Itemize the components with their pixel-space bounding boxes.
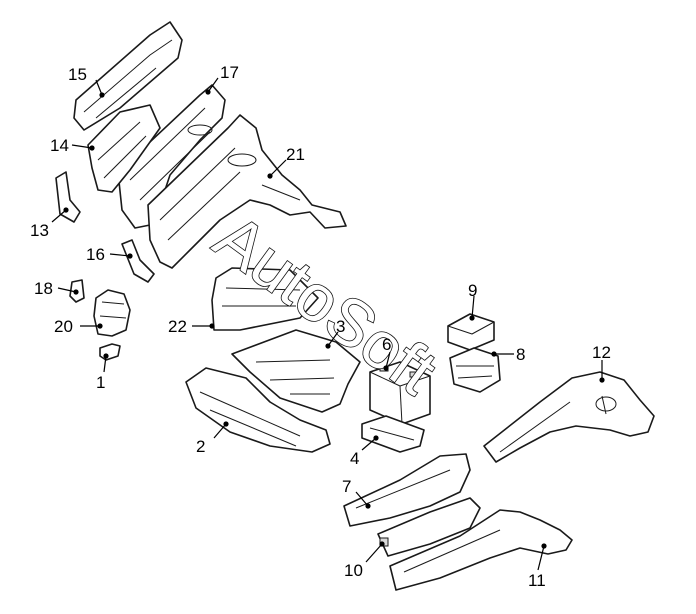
callout-10: 10: [344, 561, 363, 580]
part-17-floor-pan: [117, 84, 226, 229]
callout-7: 7: [342, 477, 351, 496]
callout-4: 4: [350, 449, 359, 468]
callout-14: 14: [50, 136, 69, 155]
part-1-fitting: [99, 343, 121, 361]
part-20-bracket-assembly: [93, 289, 131, 337]
part-9-box-cover: [447, 313, 495, 351]
leader-dots: [63, 89, 605, 549]
callout-18: 18: [34, 279, 53, 298]
part-13-bracket: [55, 171, 81, 223]
part-2-lower-shield: [185, 367, 331, 453]
leader-lines: [51, 77, 603, 571]
part-11-long-rail: [389, 509, 573, 591]
part-15-upper-rail: [73, 21, 183, 131]
part-10-lower-rail: [377, 497, 481, 557]
callout-21: 21: [286, 145, 305, 164]
callout-17: 17: [220, 63, 239, 82]
callout-8: 8: [516, 345, 525, 364]
part-12-side-member: [483, 371, 655, 463]
callout-3: 3: [336, 317, 345, 336]
callout-20: 20: [54, 317, 73, 336]
callout-22: 22: [168, 317, 187, 336]
callout-13: 13: [30, 221, 49, 240]
part-22-panel: [211, 267, 319, 331]
callout-labels: 15 14 13 16 18 20 1 22 17 21 2 3 4 6 9 8…: [30, 63, 611, 590]
part-14-side-panel: [87, 104, 161, 193]
part-16-bracket: [121, 239, 155, 283]
part-3-floor-cover: [231, 329, 361, 413]
part-21-main-floor: [147, 114, 347, 269]
callout-11: 11: [528, 571, 546, 590]
callout-2: 2: [196, 437, 205, 456]
callout-15: 15: [68, 65, 87, 84]
callout-1: 1: [96, 373, 105, 392]
callout-6: 6: [382, 335, 391, 354]
part-7-rail: [343, 453, 471, 527]
callout-12: 12: [592, 343, 611, 362]
callout-9: 9: [468, 281, 477, 300]
part-8-box-base: [449, 347, 501, 393]
part-4-battery-tray: [361, 415, 425, 453]
callout-16: 16: [86, 245, 105, 264]
